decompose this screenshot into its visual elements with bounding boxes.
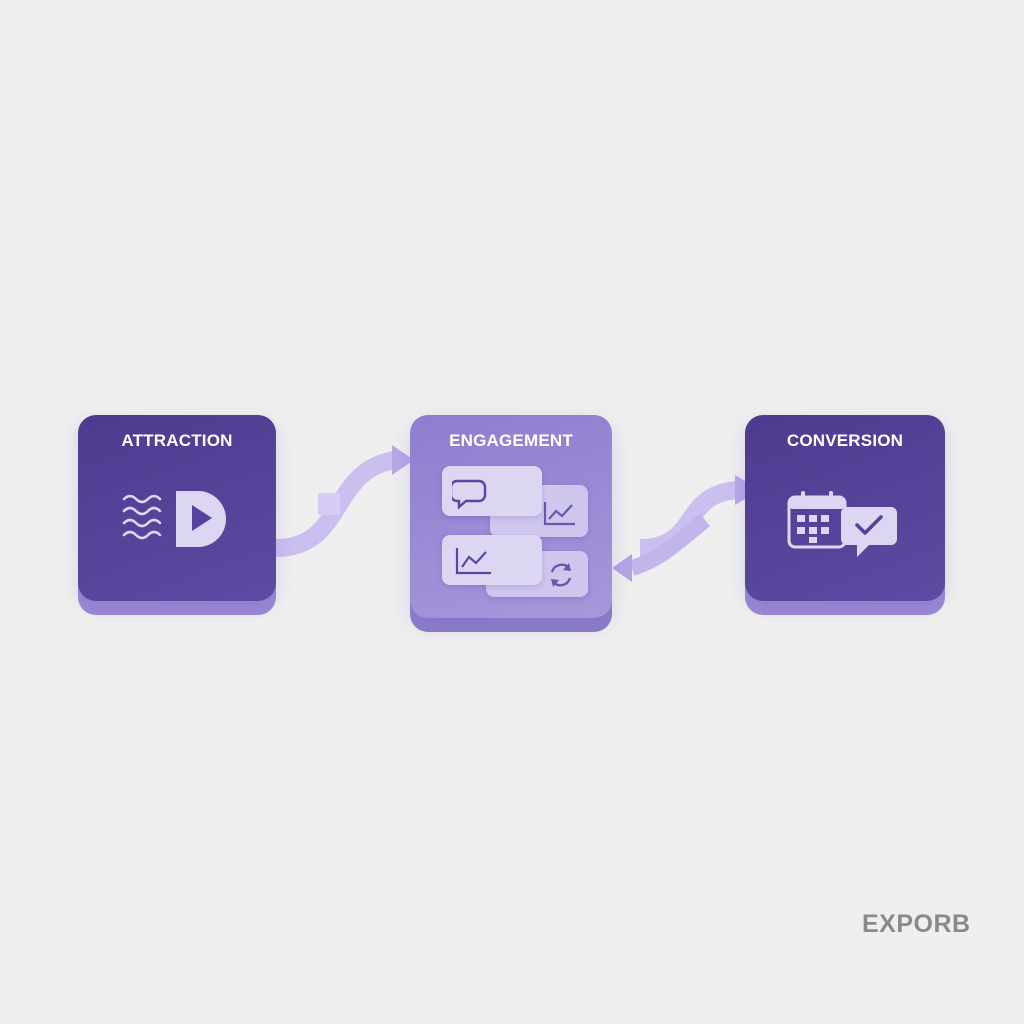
play-icon (176, 491, 226, 547)
mini-panel-chat (442, 466, 542, 516)
arrow-engagement-to-conversion (639, 481, 741, 557)
arrow-head-to-engagement (392, 445, 414, 475)
stage-card-conversion: CONVERSION (745, 415, 945, 615)
stage-title: ENGAGEMENT (449, 431, 573, 450)
card-face: ATTRACTION (78, 415, 276, 601)
arrow-conversion-to-engagement (629, 513, 710, 576)
waves-icon (122, 494, 162, 540)
arrow-head-to-engagement-back (612, 554, 632, 582)
mini-panel-chart (442, 535, 542, 585)
line-chart-icon (455, 548, 491, 575)
refresh-icon (550, 563, 572, 587)
card-face: CONVERSION (745, 415, 945, 601)
chat-bubble-icon (452, 479, 487, 509)
stage-card-attraction: ATTRACTION (78, 415, 276, 615)
chat-check-icon (841, 507, 897, 557)
stage-card-engagement: ENGAGEMENT (410, 415, 612, 632)
card-face: ENGAGEMENT (410, 415, 612, 618)
stage-title: ATTRACTION (121, 431, 233, 450)
line-chart-icon (543, 502, 575, 526)
stage-title: CONVERSION (786, 431, 904, 450)
arrow-segment-block (318, 493, 340, 515)
brand-logo: EXPORB (862, 910, 971, 938)
